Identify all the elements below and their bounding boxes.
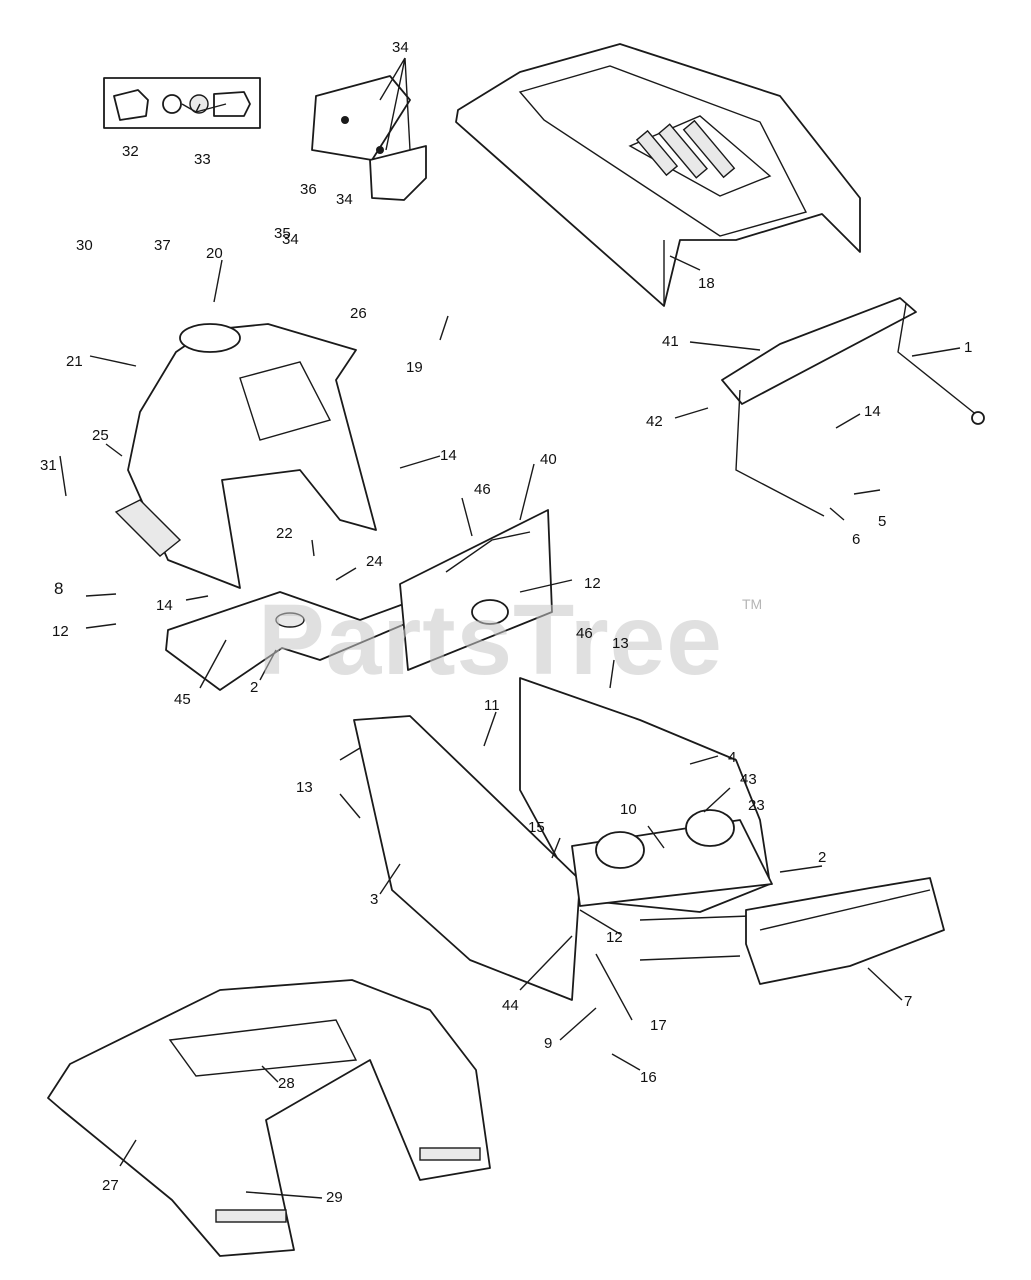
callout-35: 35 bbox=[274, 225, 291, 242]
dash-panel bbox=[114, 323, 377, 589]
callout-30: 30 bbox=[76, 237, 93, 254]
callout-11: 11 bbox=[484, 697, 500, 714]
callout-46: 46 bbox=[576, 625, 593, 642]
callout-20: 20 bbox=[206, 245, 223, 262]
callout-29: 29 bbox=[326, 1189, 343, 1206]
watermark: PartsTree bbox=[258, 584, 723, 696]
callout-14: 14 bbox=[864, 403, 881, 420]
callout-7: 7 bbox=[904, 993, 913, 1010]
callout-14: 14 bbox=[156, 597, 173, 614]
callout-44: 44 bbox=[502, 997, 519, 1014]
callout-6: 6 bbox=[852, 531, 861, 548]
leader-lines bbox=[59, 57, 961, 1199]
callout-24: 24 bbox=[366, 553, 383, 570]
callout-33: 33 bbox=[194, 151, 211, 168]
callout-12: 12 bbox=[52, 623, 69, 640]
steering-support bbox=[721, 297, 985, 517]
callout-40: 40 bbox=[540, 451, 557, 468]
callout-8: 8 bbox=[54, 579, 64, 598]
callout-12: 12 bbox=[584, 575, 601, 592]
callout-37: 37 bbox=[154, 237, 171, 254]
callout-32: 32 bbox=[122, 143, 139, 160]
callout-46: 46 bbox=[474, 481, 491, 498]
fender bbox=[47, 979, 491, 1257]
callout-36: 36 bbox=[300, 181, 317, 198]
callout-25: 25 bbox=[92, 427, 109, 444]
callout-10: 10 bbox=[620, 801, 637, 818]
callout-5: 5 bbox=[878, 513, 887, 530]
callout-27: 27 bbox=[102, 1177, 119, 1194]
callout-42: 42 bbox=[646, 413, 663, 430]
callout-9: 9 bbox=[544, 1035, 553, 1052]
callout-18: 18 bbox=[698, 275, 715, 292]
callout-1: 1 bbox=[964, 339, 973, 356]
callout-34: 34 bbox=[336, 191, 353, 208]
callout-22: 22 bbox=[276, 525, 293, 542]
callout-45: 45 bbox=[174, 691, 191, 708]
callout-13: 13 bbox=[612, 635, 629, 652]
bracket-assembly bbox=[311, 75, 427, 201]
heat-shield bbox=[399, 509, 553, 671]
callout-23: 23 bbox=[748, 797, 765, 814]
callout-2: 2 bbox=[250, 679, 259, 696]
callout-14: 14 bbox=[440, 447, 457, 464]
callout-13: 13 bbox=[296, 779, 313, 796]
ignition-key-kit bbox=[103, 77, 261, 129]
callout-12: 12 bbox=[606, 929, 623, 946]
callout-28: 28 bbox=[278, 1075, 295, 1092]
callout-21: 21 bbox=[66, 353, 83, 370]
callout-19: 19 bbox=[406, 359, 423, 376]
callout-34: 34 bbox=[392, 39, 409, 56]
callout-34: 34 bbox=[282, 231, 299, 248]
callout-43: 43 bbox=[740, 771, 757, 788]
hood bbox=[455, 43, 861, 307]
callout-31: 31 bbox=[40, 457, 57, 474]
frame-support bbox=[165, 591, 439, 691]
callout-3: 3 bbox=[370, 891, 379, 908]
callout-16: 16 bbox=[640, 1069, 657, 1086]
callout-26: 26 bbox=[350, 305, 367, 322]
front-bumper bbox=[745, 877, 945, 985]
nose-assembly bbox=[353, 677, 773, 1001]
callout-41: 41 bbox=[662, 333, 679, 350]
callout-17: 17 bbox=[650, 1017, 667, 1034]
callout-15: 15 bbox=[528, 819, 545, 836]
trademark-mark: TM bbox=[742, 596, 763, 612]
callout-2: 2 bbox=[818, 849, 827, 866]
callout-4: 4 bbox=[728, 749, 737, 766]
